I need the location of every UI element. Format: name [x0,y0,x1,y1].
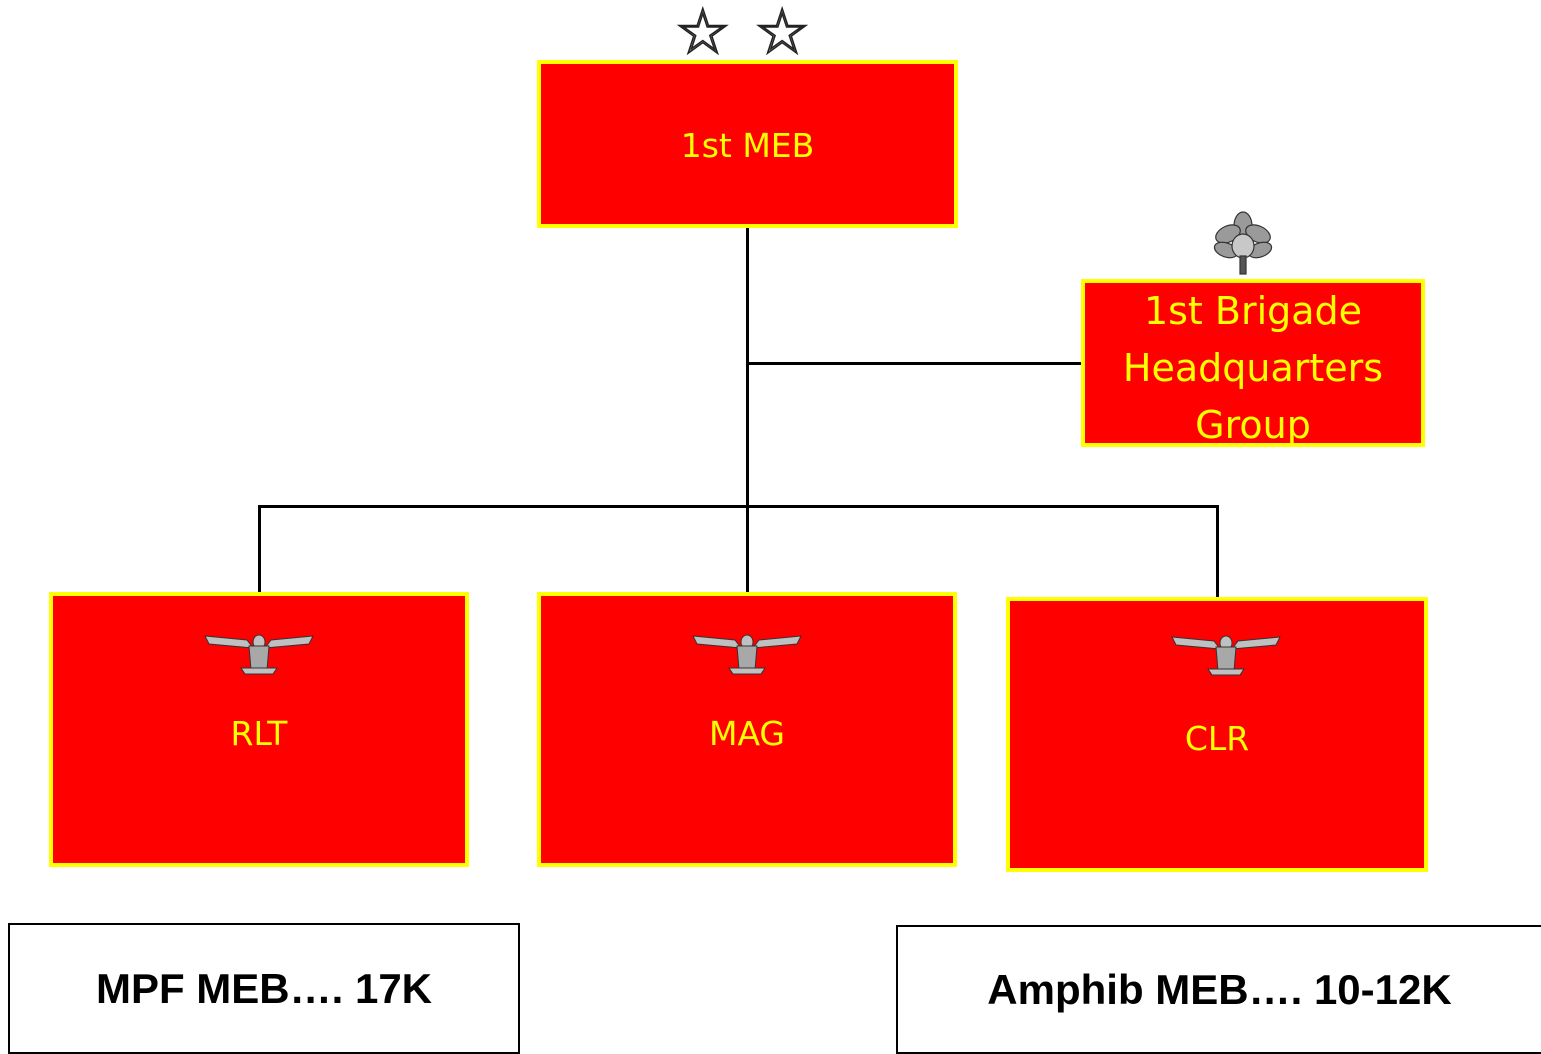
mpf-meb-note: MPF MEB…. 17K [8,923,520,1054]
node-rlt: RLT [49,592,469,867]
node-1st-meb-label: 1st MEB [680,126,815,165]
amphib-meb-note-text: Amphib MEB…. 10-12K [987,966,1452,1013]
two-star-rank-icon: ☆ ☆ [674,0,812,68]
node-1st-meb: 1st MEB [537,60,958,228]
connector-mag [746,505,749,595]
node-brigade-hq-line-2: Headquarters [1122,346,1384,390]
node-mag: MAG [537,592,957,867]
connector-rlt [258,505,261,595]
connector-main-vertical [746,228,749,507]
connector-hq-horizontal [746,362,1083,365]
connector-subordinates-bar [258,505,1219,508]
eagle-icon [692,634,802,675]
eagle-icon [204,634,314,675]
eagle-icon [1171,635,1281,676]
node-brigade-hq-line-1: 1st Brigade [1143,289,1363,333]
connector-clr [1216,505,1219,600]
mpf-meb-note-text: MPF MEB…. 17K [95,965,433,1012]
node-clr: CLR [1006,597,1428,872]
amphib-meb-note: Amphib MEB…. 10-12K [896,925,1541,1054]
node-brigade-hq-line-3: Group [1195,403,1311,447]
node-clr-label: CLR [1184,719,1250,758]
node-mag-label: MAG [708,714,786,753]
oak-leaf-icon [1213,211,1273,275]
node-brigade-hq: 1st Brigade Headquarters Group [1081,279,1425,447]
node-rlt-label: RLT [230,714,288,753]
